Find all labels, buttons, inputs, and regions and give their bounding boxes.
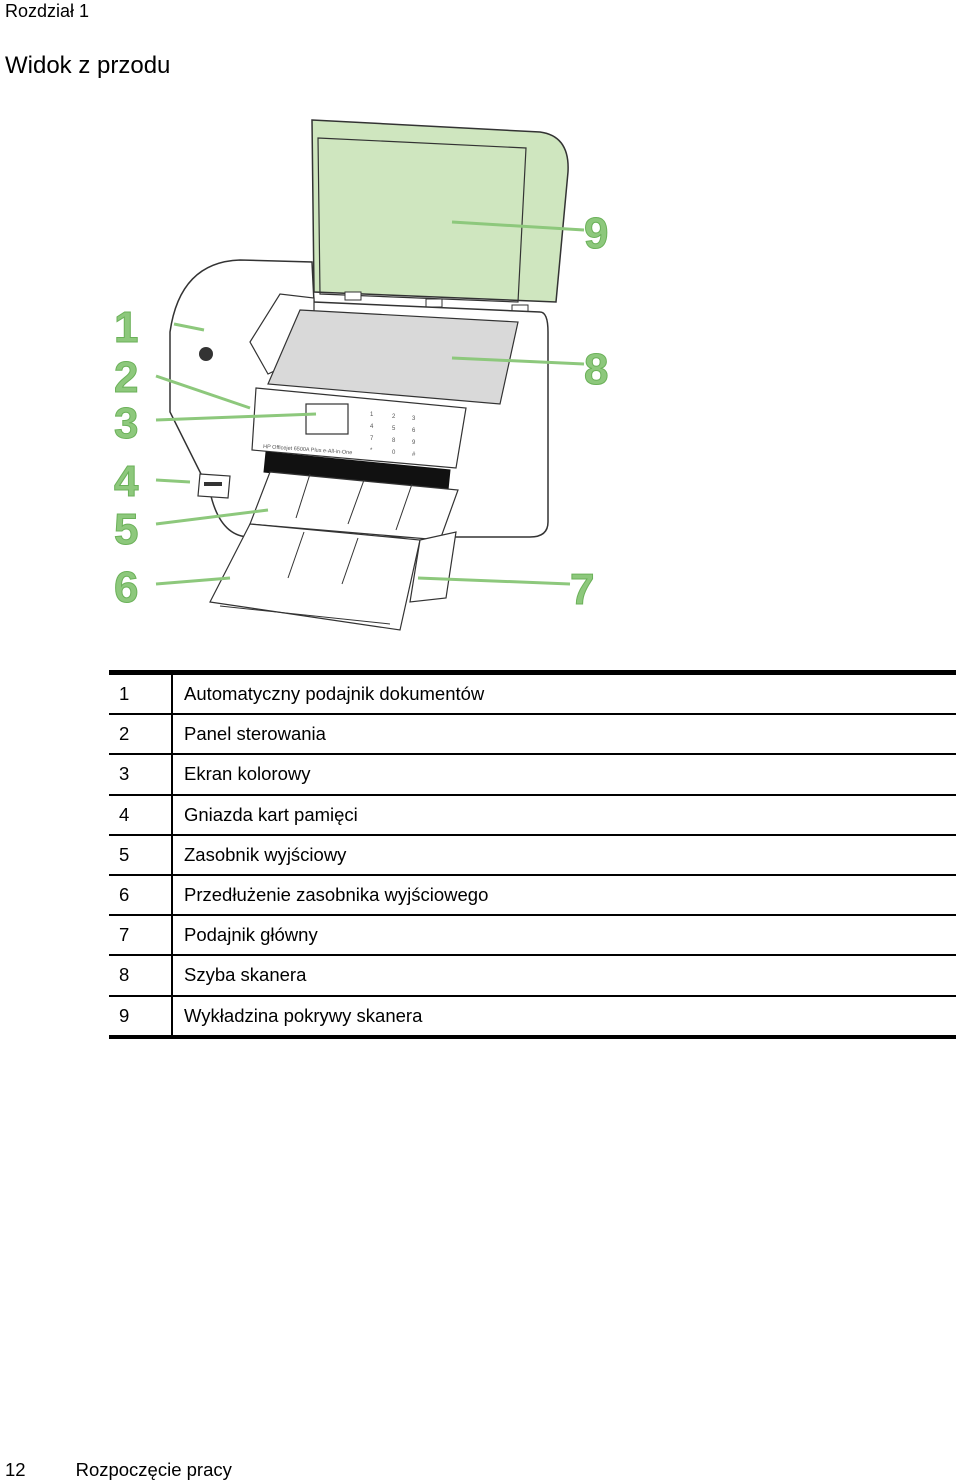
svg-text:0: 0 [392, 450, 396, 456]
legend-label: Zasobnik wyjściowy [172, 834, 956, 876]
callout-4: 4 [114, 457, 139, 506]
tray-extension [209, 523, 421, 631]
main-input-tray [409, 531, 457, 603]
svg-text:7: 7 [370, 436, 374, 442]
scanner-lid [311, 119, 569, 303]
svg-text:5: 5 [392, 426, 396, 432]
legend-number: 5 [109, 834, 173, 876]
svg-text:3: 3 [412, 416, 416, 422]
callout-8: 8 [584, 345, 608, 394]
legend-number: 3 [109, 754, 173, 796]
legend-label: Automatyczny podajnik dokumentów [172, 672, 956, 716]
svg-text:6: 6 [412, 428, 416, 434]
table-row: 7 Podajnik główny [109, 915, 956, 957]
svg-text:9: 9 [412, 440, 416, 446]
legend-number: 6 [109, 874, 173, 917]
callout-5: 5 [114, 505, 138, 554]
legend-number: 4 [109, 794, 173, 836]
legend-label: Szyba skanera [172, 955, 956, 997]
legend-label: Ekran kolorowy [172, 754, 956, 796]
footer-title: Rozpoczęcie pracy [75, 1459, 232, 1480]
svg-text:1: 1 [370, 412, 374, 418]
legend-label: Panel sterowania [172, 714, 956, 756]
legend-number: 8 [109, 955, 173, 997]
callout-9: 9 [584, 209, 608, 258]
callout-7: 7 [570, 565, 594, 614]
scanner-glass [267, 309, 519, 405]
legend-label: Podajnik główny [172, 915, 956, 957]
svg-text:2: 2 [392, 414, 396, 420]
legend-table: 1 Automatyczny podajnik dokumentów 2 Pan… [109, 670, 956, 1039]
table-row: 6 Przedłużenie zasobnika wyjściowego [109, 874, 956, 917]
svg-text:8: 8 [392, 438, 396, 444]
legend-label: Gniazda kart pamięci [172, 794, 956, 836]
section-title: Widok z przodu [5, 52, 171, 79]
table-row: 4 Gniazda kart pamięci [109, 794, 956, 836]
callout-3: 3 [114, 399, 138, 448]
color-display [305, 403, 349, 435]
legend-number: 9 [109, 995, 173, 1037]
table-row: 2 Panel sterowania [109, 714, 956, 756]
svg-text:4: 4 [370, 424, 374, 430]
table-row: 8 Szyba skanera [109, 955, 956, 997]
callout-6: 6 [114, 563, 138, 612]
legend-label: Przedłużenie zasobnika wyjściowego [172, 874, 956, 917]
page-number: 12 [5, 1459, 26, 1480]
table-row: 5 Zasobnik wyjściowy [109, 834, 956, 876]
scanner-lid-backing [317, 137, 527, 303]
table-row: 1 Automatyczny podajnik dokumentów [109, 672, 956, 716]
legend-number: 2 [109, 714, 173, 756]
table-row: 9 Wykładzina pokrywy skanera [109, 995, 956, 1037]
legend-number: 7 [109, 915, 173, 957]
svg-text:*: * [370, 448, 373, 454]
page-footer: 12 Rozpoczęcie pracy [5, 1459, 232, 1481]
chapter-header: Rozdział 1 [5, 1, 90, 21]
table-row: 3 Ekran kolorowy [109, 754, 956, 796]
callout-1: 1 [114, 303, 138, 352]
svg-text:#: # [412, 452, 416, 458]
callout-2: 2 [114, 353, 138, 402]
legend-label: Wykładzina pokrywy skanera [184, 1004, 423, 1026]
legend-number: 1 [109, 672, 173, 716]
